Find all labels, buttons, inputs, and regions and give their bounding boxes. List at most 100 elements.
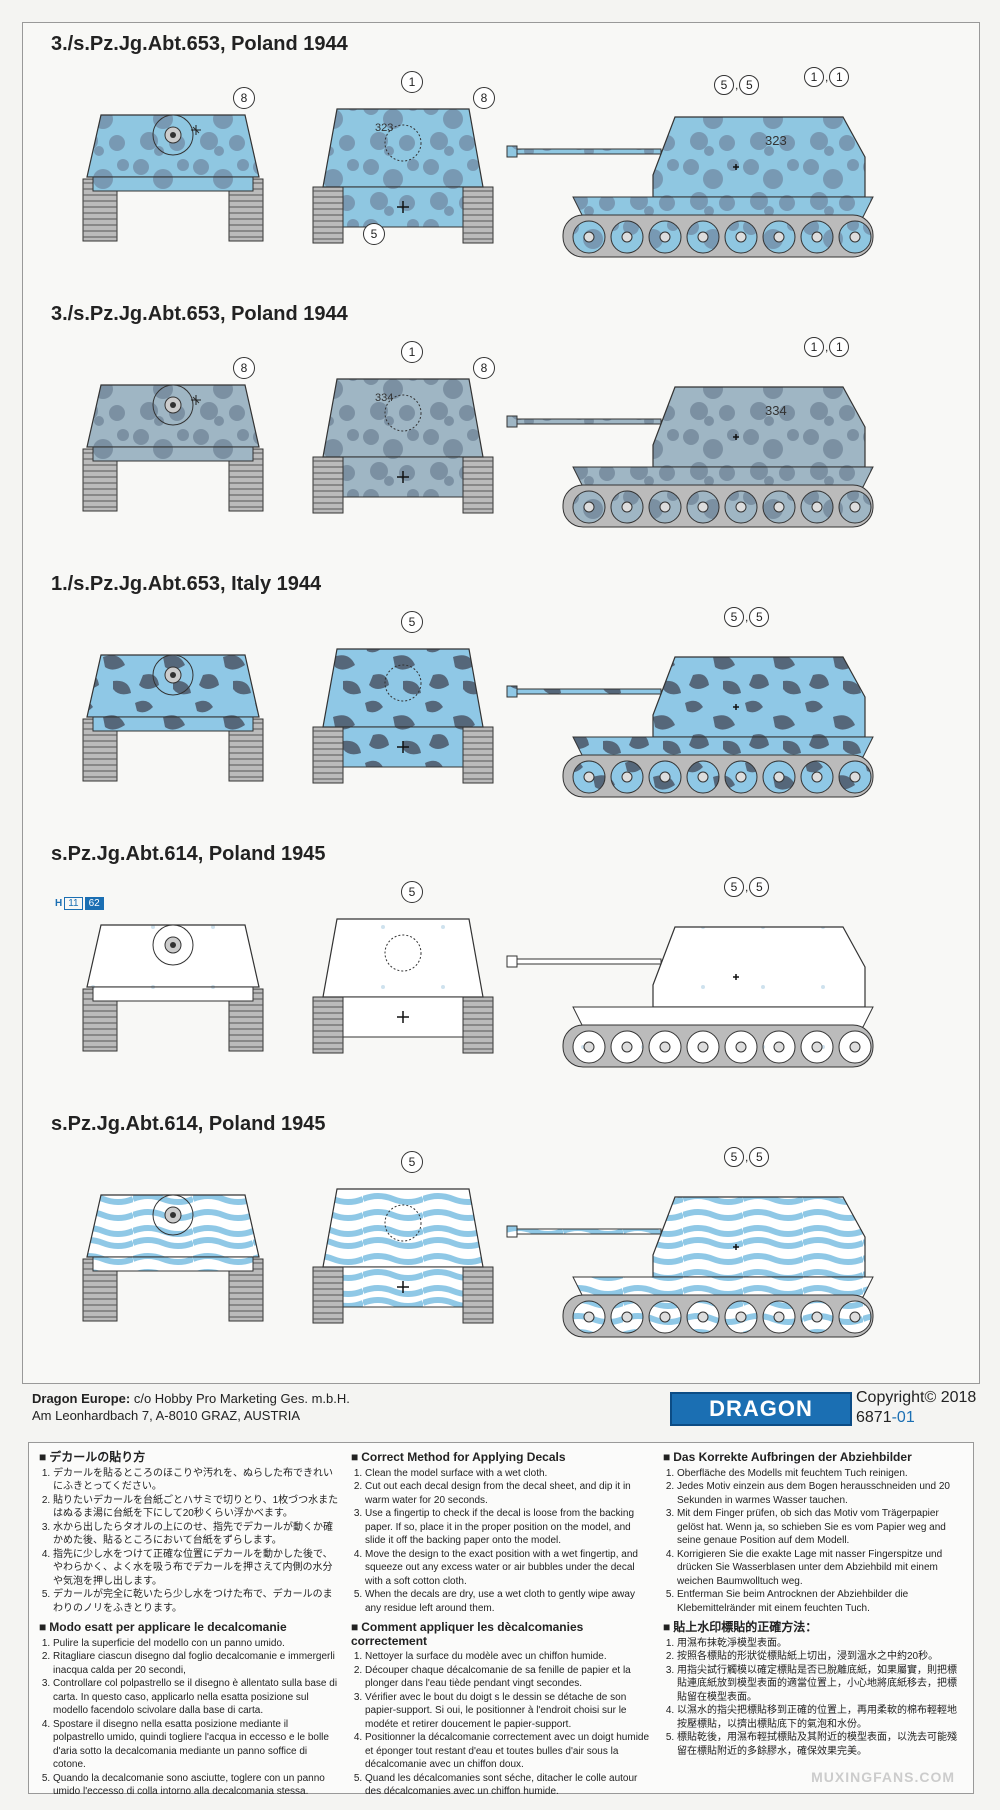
side-view (503, 1177, 883, 1347)
instruction-step: 水から出したらタオルの上にのせ、指先でデカールが動くか確かめた後、貼るところにお… (53, 1521, 339, 1548)
rear-view-drawing (312, 918, 494, 1054)
superstructure (652, 926, 866, 1008)
dragon-logo: DRAGON (670, 1392, 852, 1426)
instructions-en-title: Correct Method for Applying Decals (351, 1450, 651, 1465)
rear-callout: 5 (401, 881, 423, 903)
instruction-step: Spostare il disegno nella esatta posizio… (53, 1718, 339, 1772)
rear-view (303, 907, 503, 1077)
side-view (503, 907, 883, 1077)
instructions-de-list: Oberfläche des Modells mit feuchtem Tuch… (663, 1467, 963, 1616)
front-view-drawing (82, 924, 264, 1052)
instruction-step: When the decals are dry, use a wet cloth… (365, 1588, 651, 1615)
side-callout-pair: 5,5 (723, 877, 770, 897)
superstructure (652, 116, 866, 198)
tactical-number: 334 (765, 403, 787, 418)
instructions-ja: デカールの貼り方 デカールを貼るところのほこりや汚れを、ぬらした布できれいにふき… (39, 1450, 339, 1615)
address-line-2: Am Leonhardbach 7, A-8010 GRAZ, AUSTRIA (32, 1408, 301, 1423)
rear-callout: 5 (363, 223, 385, 245)
instructions-zh: 貼上水印標貼的正確方法： 用濕布抹乾淨模型表面。按照各標貼的形狀從標貼紙上切出，… (663, 1620, 963, 1758)
side-view: 334 (503, 367, 883, 537)
instructions-en: Correct Method for Applying Decals Clean… (351, 1450, 651, 1616)
camo-scheme: s.Pz.Jg.Abt.614, Poland 1945 5 5,5 (23, 1103, 979, 1373)
instruction-step: Ritagliare ciascun disegno dal foglio de… (53, 1650, 339, 1677)
front-view (73, 97, 273, 267)
scheme-title: 1./s.Pz.Jg.Abt.653, Italy 1944 (51, 573, 322, 595)
front-view-drawing (82, 654, 264, 782)
instructions-fr: Comment appliquer les dècalcomanies corr… (351, 1620, 651, 1799)
rear-view-drawing (312, 1188, 494, 1324)
front-view (73, 1177, 273, 1347)
instructions-it: Modo esatt per applicare le decalcomanie… (39, 1620, 339, 1799)
superstructure (652, 1196, 866, 1278)
rear-view (303, 637, 503, 807)
superstructure (652, 656, 866, 738)
scheme-title: s.Pz.Jg.Abt.614, Poland 1945 (51, 1113, 326, 1135)
instruction-step: 按照各標貼的形狀從標貼紙上切出，浸到溫水之中約20秒。 (677, 1650, 963, 1664)
tactical-number: 323 (765, 133, 787, 148)
front-callout: 8 (233, 357, 255, 379)
instructions-fr-list: Nettoyer la surface du modèle avec un ch… (351, 1650, 651, 1799)
rear-view-drawing: 334 (312, 378, 494, 514)
rear-callout: 1 (401, 71, 423, 93)
rear-hatch (384, 934, 422, 972)
gun-barrel (510, 418, 662, 425)
instruction-step: Clean the model surface with a wet cloth… (365, 1467, 651, 1481)
hull-rear (322, 108, 484, 188)
instruction-step: デカールが完全に乾いたら少し水をつけた布で、デカールのまわりのノリをふきとります… (53, 1588, 339, 1615)
scheme-title: s.Pz.Jg.Abt.614, Poland 1945 (51, 843, 326, 865)
rear-callout: 1 (401, 341, 423, 363)
gun-barrel (510, 148, 662, 155)
hull-rear (322, 378, 484, 458)
rear-view-drawing (312, 648, 494, 784)
instruction-step: Jedes Motiv einzein aus dem Bogen heraus… (677, 1480, 963, 1507)
instruction-step: Move the design to the exact position wi… (365, 1548, 651, 1589)
side-callout-pair: 5,5 (713, 75, 760, 95)
instruction-step: Positionner la décalcomanie correctement… (365, 1731, 651, 1772)
address-line-1: c/o Hobby Pro Marketing Ges. m.b.H. (130, 1391, 350, 1406)
instruction-step: Quand les décalcomanies sont séche, dita… (365, 1772, 651, 1799)
instruction-step: Vérifier avec le bout du doigt s le dess… (365, 1691, 651, 1732)
instructions-fr-title: Comment appliquer les dècalcomanies corr… (351, 1620, 651, 1648)
footer: Dragon Europe: c/o Hobby Pro Marketing G… (22, 1382, 978, 1442)
side-view-drawing: 323 (506, 116, 874, 258)
instructions-zh-title: 貼上水印標貼的正確方法： (663, 1620, 963, 1635)
rear-callout: 8 (473, 87, 495, 109)
instructions-en-list: Clean the model surface with a wet cloth… (351, 1467, 651, 1616)
gun-barrel (510, 688, 662, 695)
product-code: 6871-01 (856, 1408, 976, 1428)
instruction-step: Entferman Sie beim Antrocknen der Abzieh… (677, 1588, 963, 1615)
side-view-drawing (506, 1196, 874, 1338)
hull-rear (322, 1188, 484, 1268)
instructions-ja-title: デカールの貼り方 (39, 1450, 339, 1465)
instructions-it-title: Modo esatt per applicare le decalcomanie (39, 1620, 339, 1635)
scheme-title: 3./s.Pz.Jg.Abt.653, Poland 1944 (51, 303, 348, 325)
front-view-drawing (82, 384, 264, 512)
side-callout-pair: 5,5 (723, 1147, 770, 1167)
front-callout: 8 (233, 87, 255, 109)
instruction-step: Mit dem Finger prüfen, ob sich das Motiv… (677, 1507, 963, 1548)
product-code-suffix: -01 (891, 1409, 915, 1426)
side-callout-pair: 1,1 (803, 337, 850, 357)
side-callout-pair: 1,1 (803, 67, 850, 87)
rear-callout: 5 (401, 1151, 423, 1173)
side-view-drawing (506, 656, 874, 798)
instruction-step: Cut out each decal design from the decal… (365, 1480, 651, 1507)
rear-callout: 5 (401, 611, 423, 633)
instruction-step: 貼りたいデカールを台紙ごとハサミで切りとり、1枚づつ水またはぬるま湯に台紙を下に… (53, 1494, 339, 1521)
instruction-step: Pulire la superficie del modello con un … (53, 1637, 339, 1651)
hull-rear (322, 918, 484, 998)
instruction-step: 以濕水的指尖把標貼移到正確的位置上，再用柔軟的棉布輕輕地按壓標貼，以擠出標貼底下… (677, 1704, 963, 1731)
side-view (503, 637, 883, 807)
front-view (73, 907, 273, 1077)
rear-view (303, 1177, 503, 1347)
superstructure (652, 386, 866, 468)
instruction-step: 標貼乾後，用濕布輕拭標貼及其附近的模型表面，以洗去可能殘留在標貼附近的多餘膠水，… (677, 1731, 963, 1758)
front-view (73, 367, 273, 537)
side-view-drawing (506, 926, 874, 1068)
instructions-it-list: Pulire la superficie del modello con un … (39, 1637, 339, 1799)
company-name: Dragon Europe: (32, 1391, 131, 1406)
